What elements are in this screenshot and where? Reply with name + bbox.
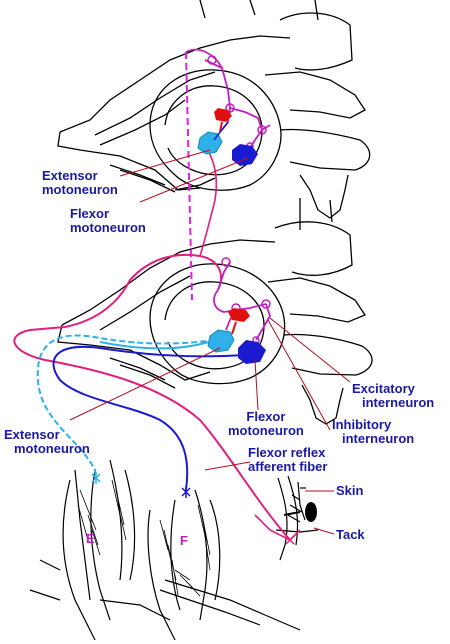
- label-flexor-motoneuron-mid: Flexor motoneuron: [228, 409, 304, 438]
- afferent-fiber-branch: [199, 139, 218, 257]
- upper-inhibitory-axon: [219, 121, 223, 133]
- label-skin: Skin: [336, 483, 364, 498]
- extensor-motor-fiber: [36, 334, 216, 479]
- extensor-endplate-icon: [91, 472, 101, 484]
- upper-interneuron-circuit: [185, 48, 271, 149]
- skin-receptor-icon: [285, 535, 295, 545]
- label-tack: Tack: [336, 527, 365, 542]
- lower-spinal-segment: [57, 198, 373, 425]
- label-flexor-motoneuron-top: Flexor motoneuron: [70, 206, 146, 235]
- lower-extensor-motoneuron: [207, 329, 235, 353]
- skin-and-tack: [275, 475, 319, 561]
- extensor-motor-fiber-solid: [99, 339, 216, 350]
- pointer-lines: [69, 149, 351, 535]
- label-extensor-motoneuron-top: Extensor motoneuron: [42, 168, 118, 197]
- limb-muscles: [29, 459, 301, 641]
- afferent-fiber-path: [13, 253, 291, 541]
- flexor-motor-fiber: [52, 345, 246, 491]
- flexor-endplate-icon: [181, 486, 191, 498]
- label-excitatory-interneuron: Excitatory interneuron: [352, 381, 435, 410]
- label-extensor-motoneuron-bottom: Extensor motoneuron: [4, 427, 90, 456]
- ascending-dashed-fiber: [185, 51, 193, 301]
- lower-interneuron-circuit: [213, 261, 271, 341]
- lower-inhibitory-axon: [231, 321, 237, 335]
- lower-inhibitory-interneuron: [228, 308, 250, 322]
- muscle-striations: [77, 479, 211, 597]
- label-muscle-f: F: [180, 533, 188, 548]
- label-flexor-reflex-afferent: Flexor reflex afferent fiber: [248, 445, 328, 474]
- label-muscle-e: E: [86, 531, 95, 546]
- lower-flexor-motoneuron: [238, 340, 266, 364]
- upper-flexor-motoneuron: [232, 144, 258, 166]
- label-inhibitory-interneuron: Inhibitory interneuron: [332, 417, 415, 446]
- upper-inhibitory-interneuron: [214, 108, 232, 122]
- upper-synapse-line: [213, 121, 229, 141]
- tack-icon: [283, 502, 317, 522]
